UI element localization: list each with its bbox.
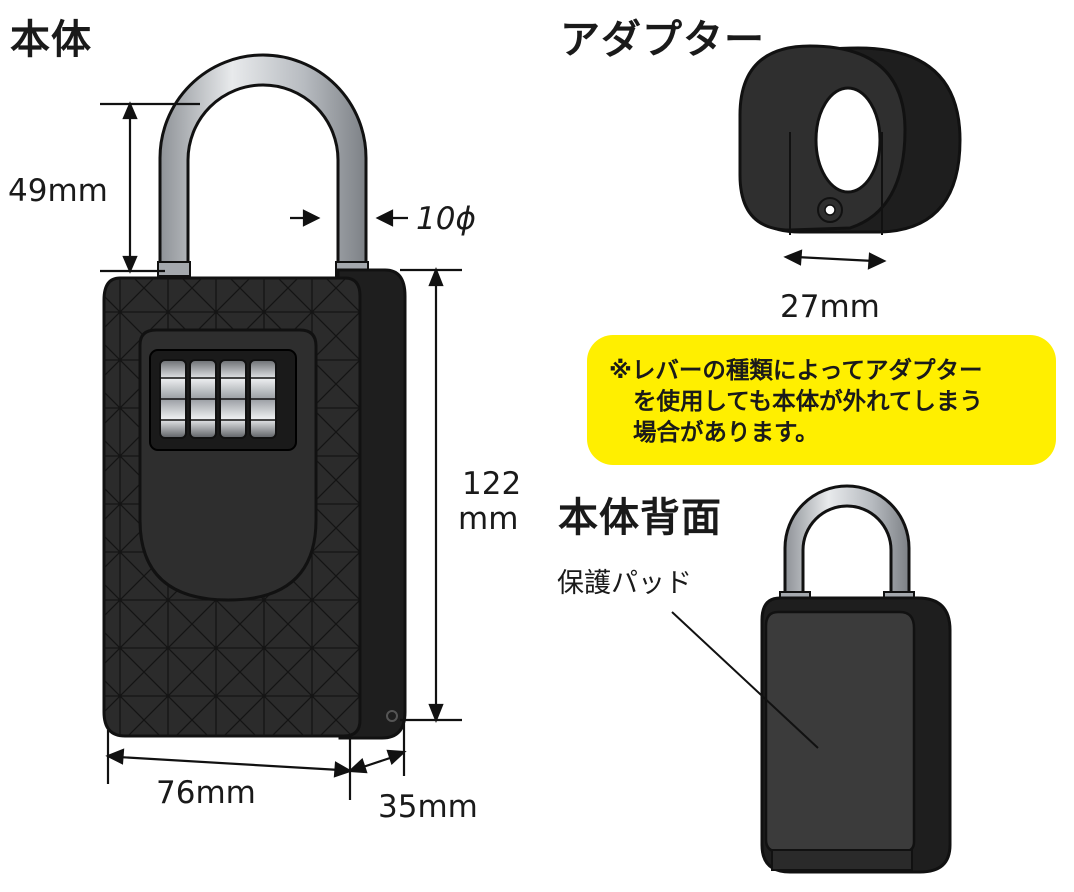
main-shackle bbox=[157, 53, 369, 277]
protective-pad-label: 保護パッド bbox=[557, 568, 692, 599]
width-label: 76mm bbox=[156, 775, 256, 811]
note-line-3: 場合があります。 bbox=[633, 418, 819, 446]
adapter-illustration bbox=[738, 44, 962, 235]
note-line-1: ※レバーの種類によってアダプター bbox=[609, 356, 983, 384]
height-value-label: 122 bbox=[462, 466, 522, 502]
note-line-2: を使用しても本体が外れてしまう bbox=[633, 387, 983, 415]
heading-body: 本体 bbox=[10, 17, 92, 63]
main-lock-body bbox=[102, 268, 407, 740]
shackle-height-label: 49mm bbox=[8, 173, 108, 209]
adapter-width-label: 27mm bbox=[780, 289, 880, 325]
height-unit-label: mm bbox=[458, 501, 519, 537]
back-view-illustration bbox=[671, 484, 952, 874]
adapter-dimension bbox=[783, 249, 887, 270]
heading-adapter: アダプター bbox=[560, 17, 765, 63]
heading-back: 本体背面 bbox=[558, 495, 722, 541]
dimension-lines bbox=[100, 101, 462, 800]
depth-label: 35mm bbox=[378, 789, 478, 825]
shackle-diameter-label: 10ϕ bbox=[416, 201, 476, 237]
caution-note: ※レバーの種類によってアダプター を使用しても本体が外れてしまう 場合があります… bbox=[587, 335, 1056, 465]
